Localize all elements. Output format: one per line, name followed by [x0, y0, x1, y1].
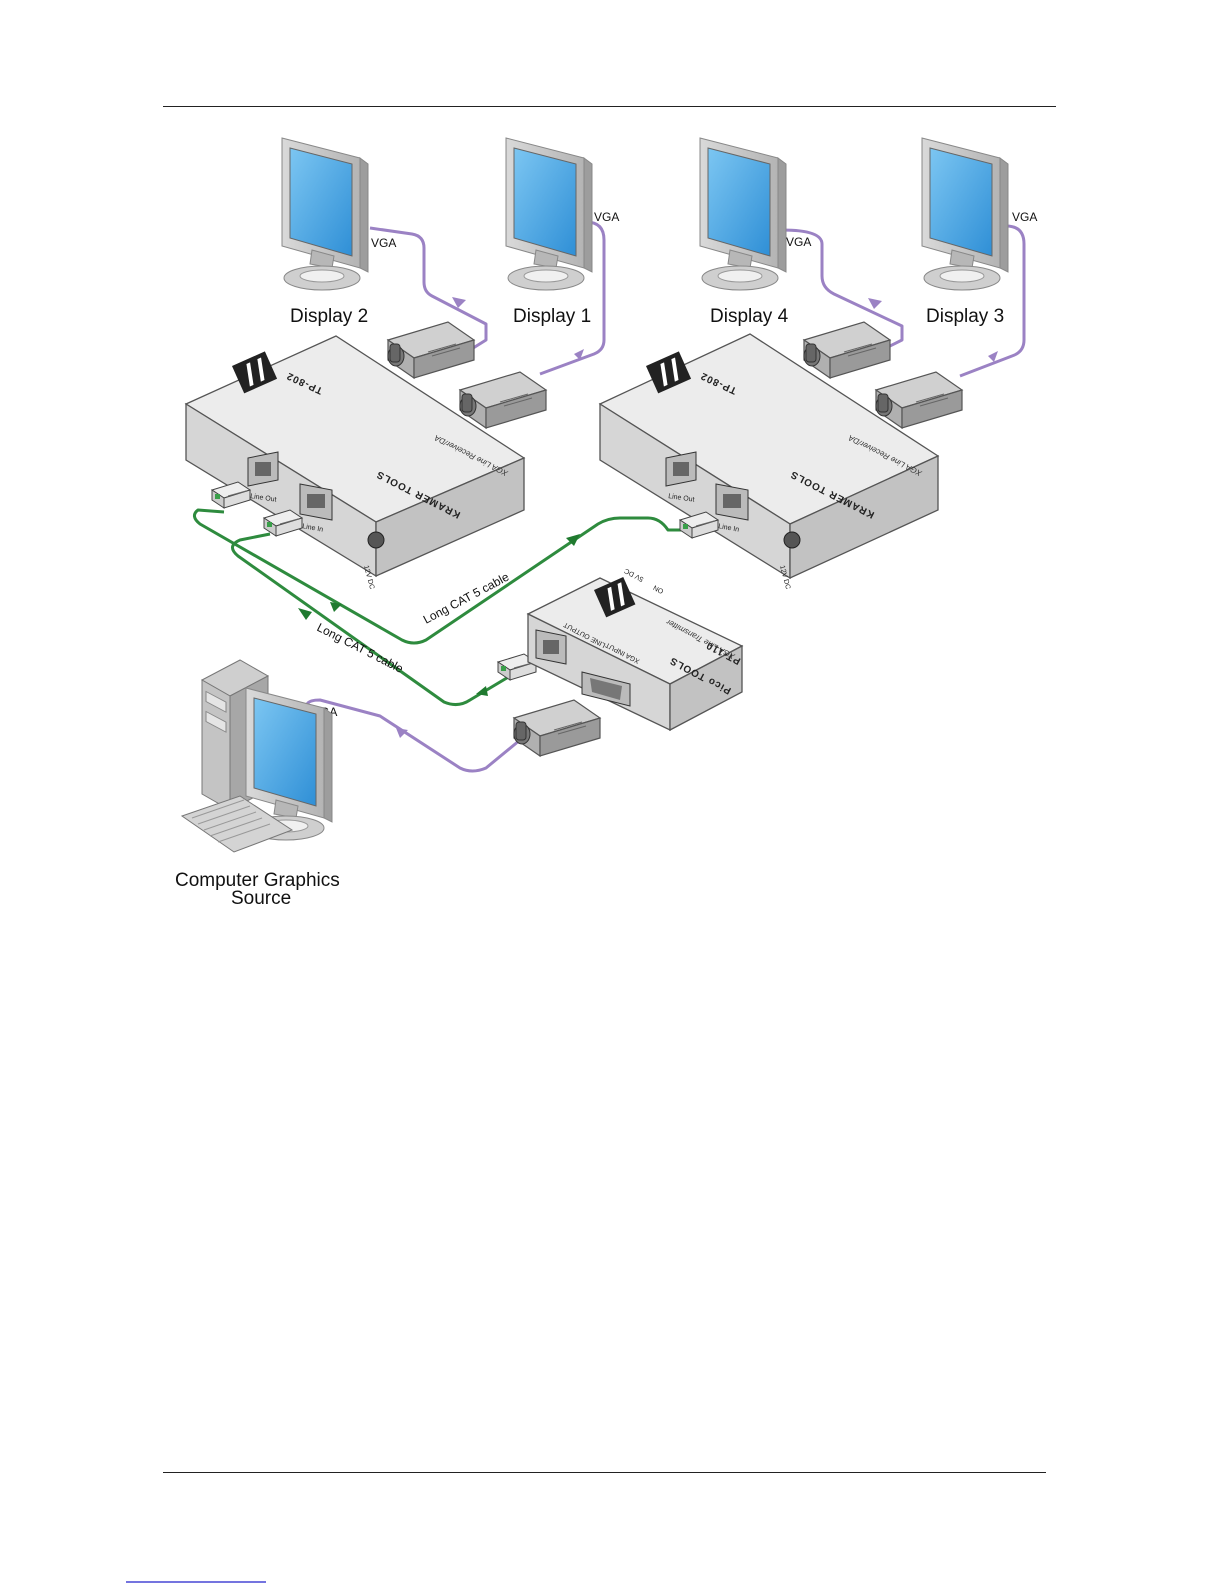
vga-connector-display-1 [459, 371, 547, 429]
vga-label-display-1: VGA [594, 210, 619, 224]
vga-cable-display-3 [959, 224, 1026, 378]
line-out-label: Line Out [668, 493, 695, 504]
rj45-plug-receiver2-in [679, 511, 719, 539]
cat5-cable-label-lower: Long CAT 5 cable [315, 620, 406, 676]
line-in-label: Line In [302, 523, 324, 534]
monitor-display-1 [505, 137, 593, 291]
vga-connector-display-2 [387, 321, 475, 379]
monitor-display-2 [281, 137, 369, 291]
cat5-cable-label-upper: Long CAT 5 cable [421, 570, 512, 627]
source-label-line2: Source [231, 888, 291, 909]
kramer-logo [646, 351, 692, 394]
transmitter-power-label: 5V DC [623, 567, 644, 583]
vga-cable-display-1 [539, 220, 606, 376]
kramer-logo [594, 576, 636, 618]
vga-cable-display-2 [369, 226, 488, 352]
monitor-display-3 [921, 137, 1009, 291]
display-1-label: Display 1 [513, 306, 591, 327]
line-out-port: Line Out [665, 451, 697, 504]
vga-label-display-2: VGA [371, 236, 396, 250]
vga-cable-source [305, 698, 521, 773]
transmitter-pt110: 5V DC ON PT-110 XGA Line Transmitter Pic… [526, 567, 744, 732]
vga-label-display-3: VGA [1012, 210, 1037, 224]
cat5-cable-lower [231, 532, 511, 707]
display-2-label: Display 2 [290, 306, 368, 327]
transmitter-on-label: ON [652, 583, 665, 594]
line-out-label: Line Out [250, 493, 277, 504]
rj45-plug-receiver1-out [211, 481, 251, 509]
source-label-line1: Computer Graphics [175, 870, 340, 891]
line-in-port: Line In [715, 483, 749, 534]
cat5-cable-upper [193, 508, 690, 645]
monitor-display-4 [699, 137, 787, 291]
rj45-plug-receiver1-in [263, 509, 303, 537]
header-rule [163, 106, 1056, 107]
vga-connector-source [513, 699, 601, 757]
line-in-port: Line In [299, 483, 333, 534]
vga-cable-display-4 [781, 228, 904, 350]
receiver-tp802-right: TP-802 KRAMER TOOLS XGA Line Receiver/DA… [598, 333, 940, 590]
kramer-logo [232, 351, 278, 394]
display-4-label: Display 4 [710, 306, 789, 327]
display-3-label: Display 3 [926, 306, 1004, 327]
receiver-tp802-left: TP-802 KRAMER TOOLS XGA Line Receiver/DA… [184, 335, 526, 590]
line-out-port: Line Out [247, 451, 279, 504]
line-in-label: Line In [718, 523, 740, 534]
vga-label-display-4: VGA [786, 235, 811, 249]
footer-rule [163, 1472, 1046, 1473]
vga-connector-display-3 [875, 371, 963, 429]
computer-source [180, 659, 333, 853]
vga-connector-display-4 [803, 321, 891, 379]
